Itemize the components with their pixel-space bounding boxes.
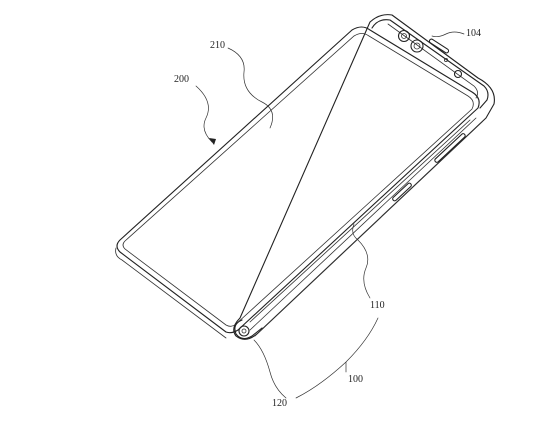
side-button-long [434, 133, 466, 163]
camera-lens-1 [397, 29, 411, 43]
rolling-rod-line [249, 119, 471, 323]
ref-120: 120 [272, 398, 287, 409]
leader-120 [253, 339, 287, 399]
camera-lens-2-inner [413, 42, 421, 50]
sensor-dot [443, 58, 448, 63]
screen-edge [115, 247, 227, 339]
arrowhead-200 [209, 138, 216, 145]
leader-200 [195, 85, 213, 143]
ref-104: 104 [466, 28, 481, 39]
camera-lens-2 [410, 39, 424, 53]
camera-lens-1-inner [401, 33, 407, 39]
brace-100 [295, 317, 379, 399]
ref-110: 110 [370, 300, 385, 311]
flexible-screen-outline [116, 26, 480, 334]
housing-outline [233, 14, 495, 340]
leader-210 [227, 47, 273, 129]
ref-210: 210 [210, 40, 225, 51]
rolling-rod [234, 319, 263, 340]
leader-104 [431, 31, 465, 38]
rolling-rod-core [241, 328, 247, 334]
side-button-short [392, 182, 412, 202]
leader-110 [352, 223, 371, 299]
housing-rail-inner [249, 117, 477, 331]
ref-100: 100 [348, 374, 363, 385]
earpiece-slot [428, 38, 450, 54]
camera-module [371, 19, 489, 109]
rolling-rod-end [238, 325, 250, 337]
ref-200: 200 [174, 74, 189, 85]
housing-rail-inner-2 [254, 121, 483, 337]
front-camera [453, 69, 463, 79]
